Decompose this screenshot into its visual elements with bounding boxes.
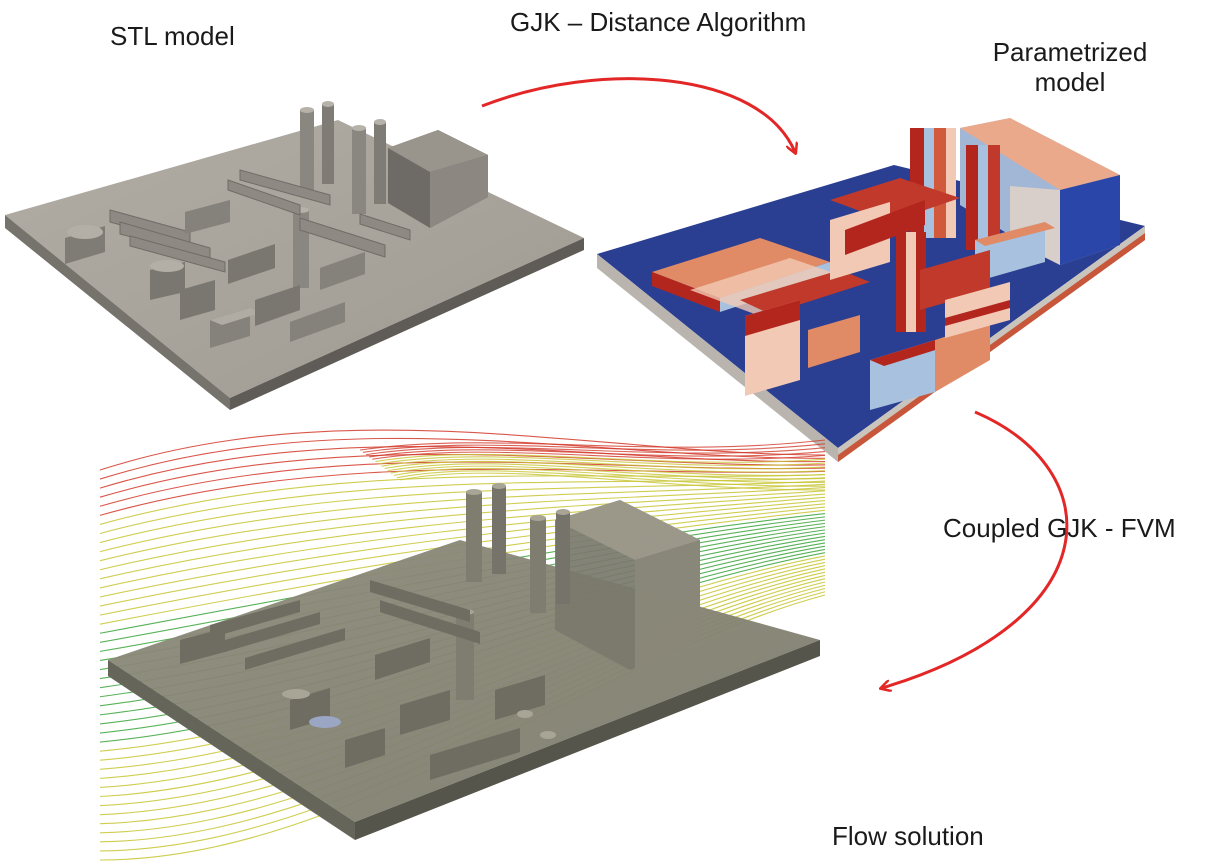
streamline	[393, 467, 826, 484]
arrow-gjk-distance	[481, 77, 795, 152]
arrow-coupled-gjk-fvm	[882, 410, 1069, 688]
parametrized-label-line2: model	[1034, 66, 1106, 97]
streamline	[396, 470, 826, 487]
parametrized-model-render	[597, 118, 1145, 462]
streamline	[99, 477, 826, 535]
stl-bars	[109, 169, 411, 273]
stl-model-label: STL model	[110, 21, 235, 51]
streamline	[375, 453, 826, 463]
streamline	[369, 449, 826, 458]
streamline	[99, 429, 826, 471]
gjk-distance-label: GJK – Distance Algorithm	[510, 7, 807, 37]
streamline	[399, 472, 826, 491]
streamline	[384, 460, 826, 473]
coupled-gjk-fvm-label: Coupled GJK - FVM	[943, 513, 1176, 543]
streamline	[362, 443, 826, 453]
parametrized-model-label: Parametrized model	[980, 37, 1160, 98]
streamline	[381, 458, 826, 470]
streamline	[99, 468, 826, 516]
streamline	[390, 465, 826, 480]
streamline	[378, 456, 826, 467]
streamline	[359, 439, 826, 451]
streamline	[372, 451, 826, 460]
flow-solution-label: Flow solution	[832, 821, 984, 851]
streamline	[366, 446, 826, 456]
parametrized-label-line1: Parametrized	[992, 37, 1148, 67]
flow-blocks	[180, 580, 545, 780]
voxel-slabs	[652, 178, 1055, 410]
stl-blocks	[65, 200, 365, 348]
streamline	[99, 473, 826, 525]
flow-solution-render	[99, 429, 826, 861]
streamline	[387, 463, 826, 477]
stl-model-render	[5, 101, 584, 410]
